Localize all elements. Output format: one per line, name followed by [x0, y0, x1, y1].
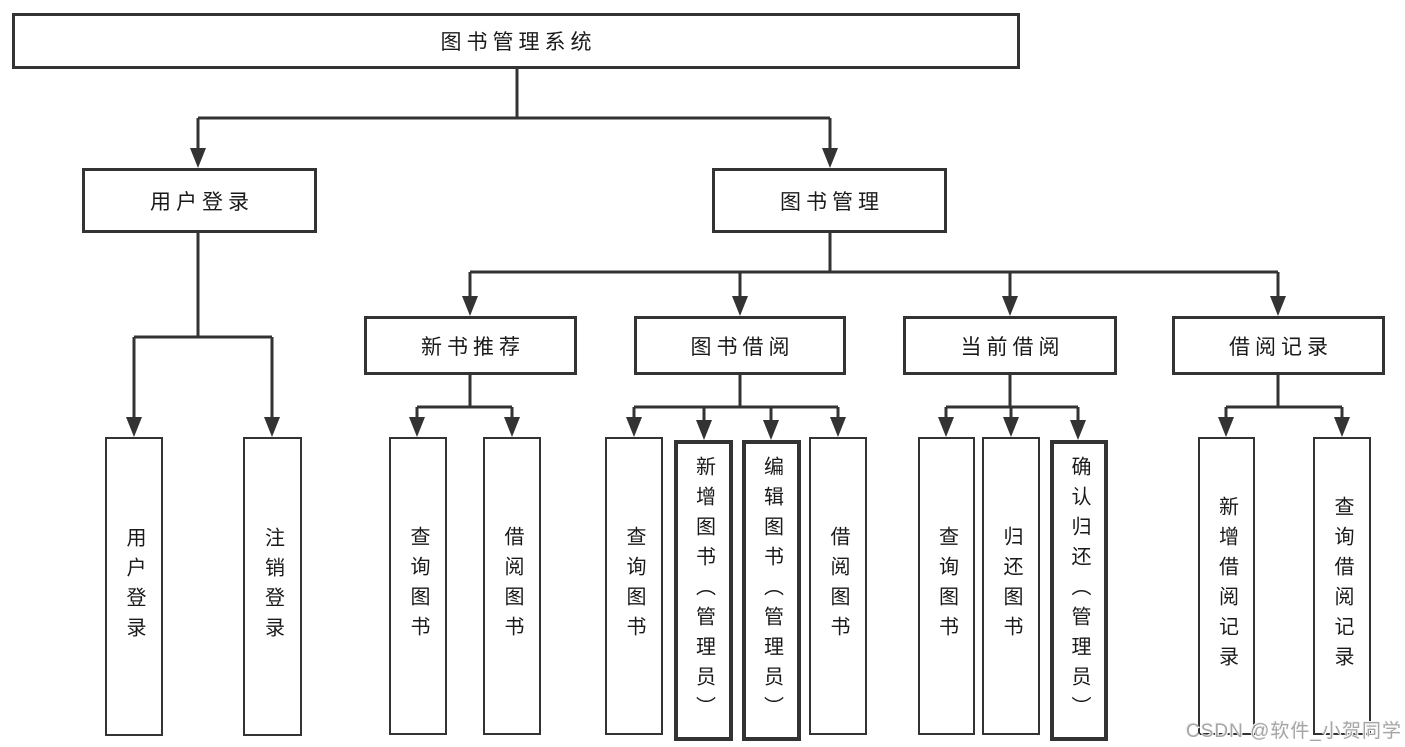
node-book-borrowing-label: 图书借阅 — [690, 335, 795, 359]
node-nbr-borrow-books: 借阅图书 — [483, 437, 541, 735]
node-br-query-record-label: 查询借阅记录 — [1331, 496, 1353, 676]
node-user-login: 用户登录 — [82, 168, 317, 233]
arrowheads — [126, 148, 1350, 440]
node-cb-return-books: 归还图书 — [982, 437, 1040, 735]
node-user-login-label: 用户登录 — [150, 190, 254, 214]
node-library-system-label: 图书管理系统 — [440, 31, 597, 54]
node-current-borrowing: 当前借阅 — [903, 316, 1117, 375]
node-logout-leaf-label: 注销登录 — [261, 526, 284, 647]
node-nbr-query-books-label: 查询图书 — [407, 526, 429, 646]
node-bb-edit-books-admin: 编辑图书（管理员） — [742, 440, 801, 741]
node-bb-borrow-books-label: 借阅图书 — [827, 526, 849, 646]
node-bb-add-books-admin: 新增图书（管理员） — [674, 440, 733, 741]
node-br-query-record: 查询借阅记录 — [1313, 437, 1371, 735]
node-cb-query-books-label: 查询图书 — [935, 526, 958, 646]
node-library-system: 图书管理系统 — [12, 13, 1020, 69]
node-nbr-borrow-books-label: 借阅图书 — [501, 526, 523, 646]
node-bb-add-books-admin-label: 新增图书（管理员） — [692, 455, 715, 726]
node-cb-query-books: 查询图书 — [918, 437, 975, 735]
node-borrow-records: 借阅记录 — [1172, 316, 1385, 375]
node-new-book-recommend-label: 新书推荐 — [421, 335, 525, 359]
node-cb-confirm-return-admin-label: 确认归还（管理员） — [1068, 455, 1090, 726]
node-cb-return-books-label: 归还图书 — [1000, 526, 1022, 646]
node-bb-edit-books-admin-label: 编辑图书（管理员） — [760, 455, 783, 726]
node-new-book-recommend: 新书推荐 — [364, 316, 577, 375]
node-book-management: 图书管理 — [712, 168, 947, 233]
node-user-login-leaf-label: 用户登录 — [123, 526, 145, 647]
node-bb-query-books-label: 查询图书 — [623, 526, 645, 646]
node-book-management-label: 图书管理 — [780, 190, 884, 214]
node-book-borrowing: 图书借阅 — [634, 316, 846, 375]
node-cb-confirm-return-admin: 确认归还（管理员） — [1050, 440, 1108, 741]
node-logout-leaf: 注销登录 — [243, 437, 302, 736]
node-bb-borrow-books: 借阅图书 — [809, 437, 867, 735]
node-borrow-records-label: 借阅记录 — [1229, 335, 1333, 359]
node-br-add-record: 新增借阅记录 — [1198, 437, 1255, 735]
node-user-login-leaf: 用户登录 — [105, 437, 163, 736]
node-current-borrowing-label: 当前借阅 — [960, 335, 1065, 359]
node-nbr-query-books: 查询图书 — [389, 437, 447, 735]
csdn-watermark: CSDN @软件_小贺同学 — [1186, 721, 1402, 742]
node-br-add-record-label: 新增借阅记录 — [1215, 496, 1238, 676]
node-bb-query-books: 查询图书 — [605, 437, 663, 735]
